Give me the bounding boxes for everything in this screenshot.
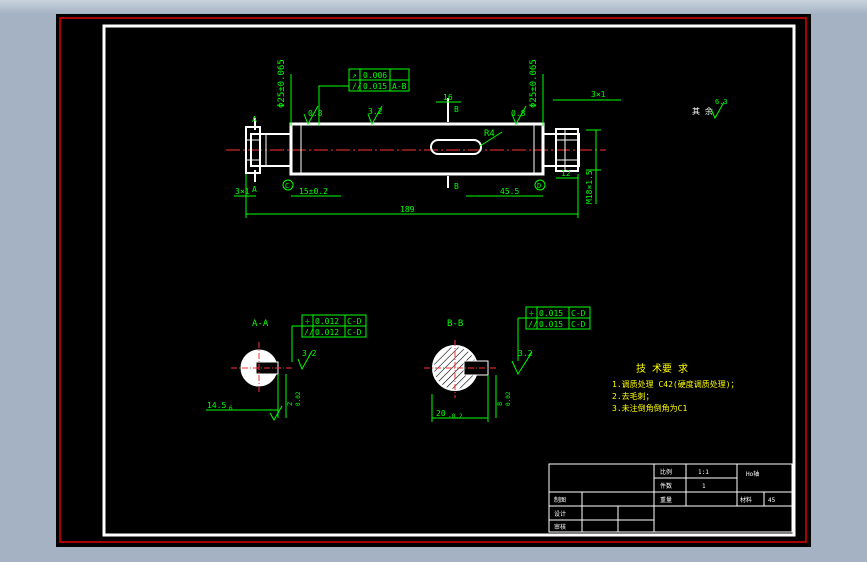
drawing-sheet: A A B B Φ25±0.065 Φ25±0.065 ↗ //	[56, 14, 811, 547]
section-a-tol2-value: 0.012	[315, 328, 339, 337]
design-label: 设计	[554, 510, 566, 518]
section-a-tol2-ref: C-D	[347, 328, 362, 337]
section-a-top-label: A	[252, 115, 257, 124]
weight-label: 重量	[660, 496, 672, 504]
rough-right-label: 0.8	[511, 109, 526, 118]
left-journal	[250, 133, 292, 167]
svg-text://: //	[528, 320, 538, 329]
other-rough-label: 其 余	[692, 106, 713, 116]
tol-parallel-ref: A-B	[392, 82, 407, 91]
right-gear-end	[555, 128, 579, 172]
section-a-tol1-ref: C-D	[347, 317, 362, 326]
section-a-dim-side: 2	[286, 402, 294, 406]
datum-c-label: C	[285, 182, 289, 190]
section-a-title: A-A	[252, 319, 269, 329]
section-a-view: A-A ÷ // 0.012 C-D 0.012 C-D	[206, 314, 367, 422]
section-a-rough: 3.2	[302, 349, 317, 358]
section-b-rough: 3.2	[518, 349, 533, 358]
title-block-text: 比例 1:1 Ho轴 件数 1 制图 重量 材料 45 设计 审核	[554, 468, 776, 531]
key-width-label: 16	[443, 93, 453, 102]
section-b-tol1-value: 0.015	[539, 309, 563, 318]
datum-c-circle	[282, 179, 294, 191]
chamfer-left-label: 3×1	[235, 187, 250, 196]
drawing-border	[102, 24, 796, 537]
datum-d-label: D	[537, 182, 541, 190]
thread-label: M18×1.5	[585, 170, 594, 204]
section-b-dim-side: 8	[496, 402, 504, 406]
rough-mid-label: 3.2	[368, 107, 383, 116]
other-rough-value: 6.3	[715, 98, 728, 106]
rough-left-label: 0.8	[308, 109, 323, 118]
scale-label: 比例	[660, 468, 672, 476]
svg-text:÷: ÷	[529, 309, 534, 318]
shaft-body	[289, 122, 545, 176]
dia-left-label: Φ25±0.065	[277, 59, 287, 108]
section-b-bottom-label: B	[454, 182, 459, 191]
tech-req-line3: 3.未注倒角倒角为C1	[612, 403, 687, 413]
tech-req-title: 技 术要 求	[636, 362, 688, 375]
material-value: 45	[768, 497, 776, 504]
section-b-tol2-ref: C-D	[571, 320, 586, 329]
svg-text:÷: ÷	[305, 317, 310, 326]
tech-req-line2: 2.去毛刺；	[612, 391, 654, 401]
keyway-slot	[430, 139, 482, 155]
len-total-label: 189	[400, 205, 415, 214]
tech-requirements: 技 术要 求 1.调质处理 C42(硬度调质处理)； 2.去毛刺； 3.未注倒角…	[612, 362, 739, 413]
tolerance-frame-main: ↗ // 0.006 0.015 A-B	[318, 68, 410, 126]
section-b-dim-side2: 0.02	[505, 391, 512, 406]
section-b-view: B-B ÷ // 0.015 C-D	[424, 306, 591, 422]
svg-text://: //	[352, 82, 362, 91]
count-label: 件数	[660, 482, 672, 490]
engineering-drawing: A A B B Φ25±0.065 Φ25±0.065 ↗ //	[59, 17, 807, 543]
len-key-label: 45.5	[500, 187, 519, 196]
section-b-width: 20	[436, 409, 446, 418]
tol-parallel-value: 0.015	[363, 82, 387, 91]
tol-runout-value: 0.006	[363, 71, 387, 80]
section-a-bottom-label: A	[252, 185, 257, 194]
radius-label: R4	[484, 129, 495, 139]
outer-red-frame	[59, 17, 807, 543]
section-b-width-tol: -0.2	[448, 413, 463, 420]
material-label: 材料	[740, 496, 752, 504]
drawn-label: 制图	[554, 496, 566, 504]
section-b-tol1-ref: C-D	[571, 309, 586, 318]
svg-text://: //	[304, 328, 314, 337]
title-block	[548, 463, 793, 533]
section-a-depth: 14.5	[207, 401, 226, 410]
count-value: 1	[702, 483, 706, 490]
len-left-label: 15±0.2	[299, 187, 328, 196]
check-label: 审核	[554, 523, 566, 531]
chamfer-right-label: 3×1	[591, 90, 606, 99]
left-gear-end	[245, 126, 261, 174]
section-b-title: B-B	[447, 319, 463, 329]
section-a-tol1-value: 0.012	[315, 317, 339, 326]
section-a-dim-side2: 0.02	[295, 391, 302, 406]
drawing-name: Ho轴	[746, 470, 759, 478]
section-b-tol2-value: 0.015	[539, 320, 563, 329]
len-thread-label: 12	[561, 169, 571, 178]
tech-req-line1: 1.调质处理 C42(硬度调质处理)；	[612, 379, 739, 389]
dia-right-label: Φ25±0.065	[529, 59, 539, 108]
datum-d-circle	[534, 179, 546, 191]
svg-text:↗: ↗	[352, 71, 357, 80]
section-a-width: 6	[229, 405, 233, 412]
main-view: A A B B Φ25±0.065 Φ25±0.065 ↗ //	[226, 59, 728, 218]
scale-value: 1:1	[698, 469, 709, 476]
section-b-top-label: B	[454, 105, 459, 114]
